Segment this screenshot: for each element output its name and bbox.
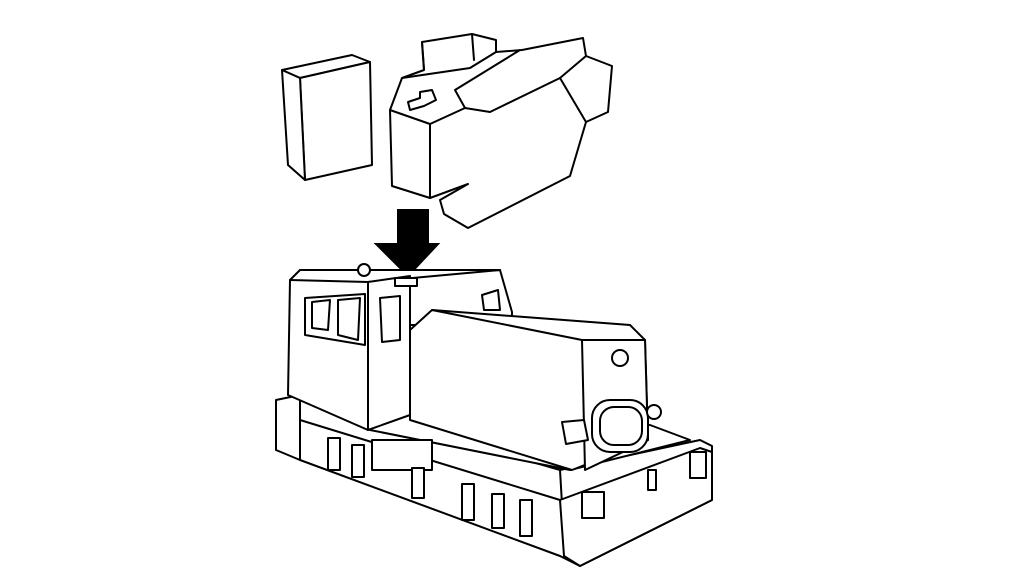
- loose-block-part: [281, 54, 373, 181]
- cab-upper-part: [389, 33, 613, 229]
- arrow-down-icon: [373, 209, 441, 278]
- locomotive-body: [275, 263, 713, 567]
